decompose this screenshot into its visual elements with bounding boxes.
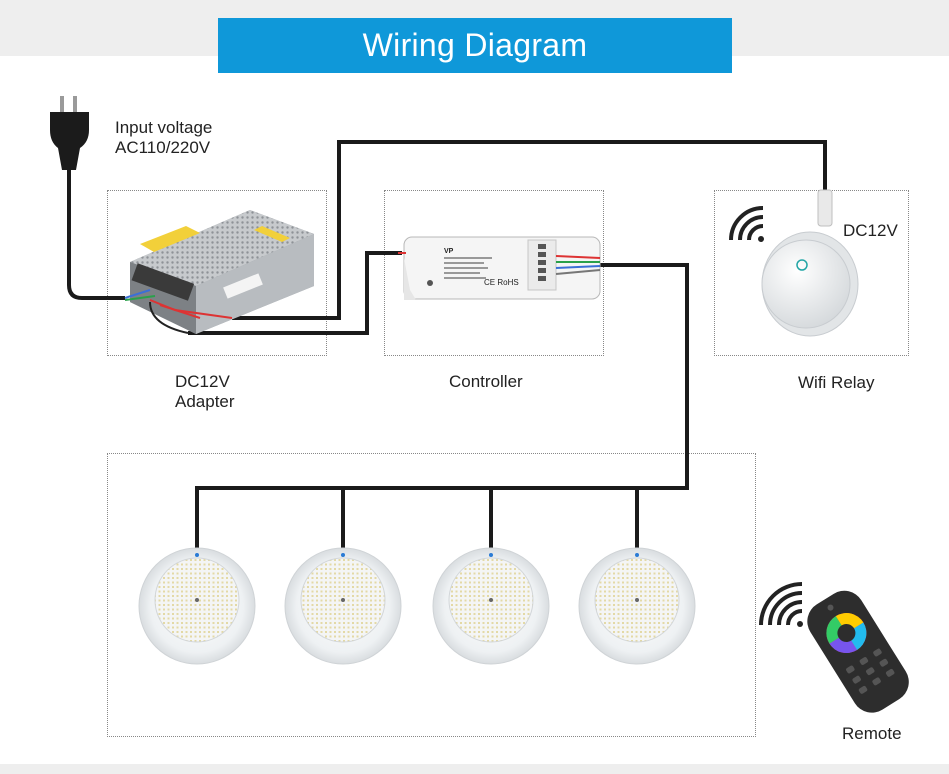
wifi-relay-device <box>761 189 859 337</box>
input-voltage-line1: Input voltage <box>115 118 213 137</box>
controller-model-text: VP <box>444 248 454 255</box>
wifi-relay-label: Wifi Relay <box>798 373 875 392</box>
adapter-label-line2: Adapter <box>175 392 235 411</box>
pool-light-3 <box>432 547 550 665</box>
remote-label: Remote <box>842 724 902 743</box>
controller-device: VP CE RoHS <box>398 236 601 300</box>
bottom-band <box>0 764 949 774</box>
lights-box <box>107 453 756 737</box>
adapter-box <box>107 190 327 356</box>
power-plug-icon <box>50 96 89 170</box>
power-supply-unit <box>124 210 314 334</box>
input-voltage-label: Input voltage AC110/220V <box>115 118 212 158</box>
page-title: Wiring Diagram <box>218 18 732 73</box>
adapter-label-line1: DC12V <box>175 372 230 391</box>
remote-control-device <box>807 590 909 713</box>
pool-light-2 <box>284 547 402 665</box>
dc12v-relay-label: DC12V <box>843 221 898 240</box>
wire-adapter-to-relay <box>232 140 827 320</box>
pool-light-1 <box>138 547 256 665</box>
wire-controller-to-lights <box>195 263 689 548</box>
pool-lights <box>138 547 696 665</box>
wire-adapter-to-controller <box>188 251 402 335</box>
adapter-label: DC12V Adapter <box>175 372 235 412</box>
input-voltage-line2: AC110/220V <box>115 138 211 157</box>
wifi-signal-icon <box>729 206 764 242</box>
wifi-relay-box <box>714 190 909 356</box>
wires <box>67 140 827 548</box>
ac-power-cord <box>67 165 125 300</box>
ce-rohs-mark: CE RoHS <box>484 278 519 287</box>
controller-label: Controller <box>449 372 523 391</box>
pool-light-4 <box>578 547 696 665</box>
controller-box <box>384 190 604 356</box>
wifi-signal-icon <box>759 582 803 627</box>
